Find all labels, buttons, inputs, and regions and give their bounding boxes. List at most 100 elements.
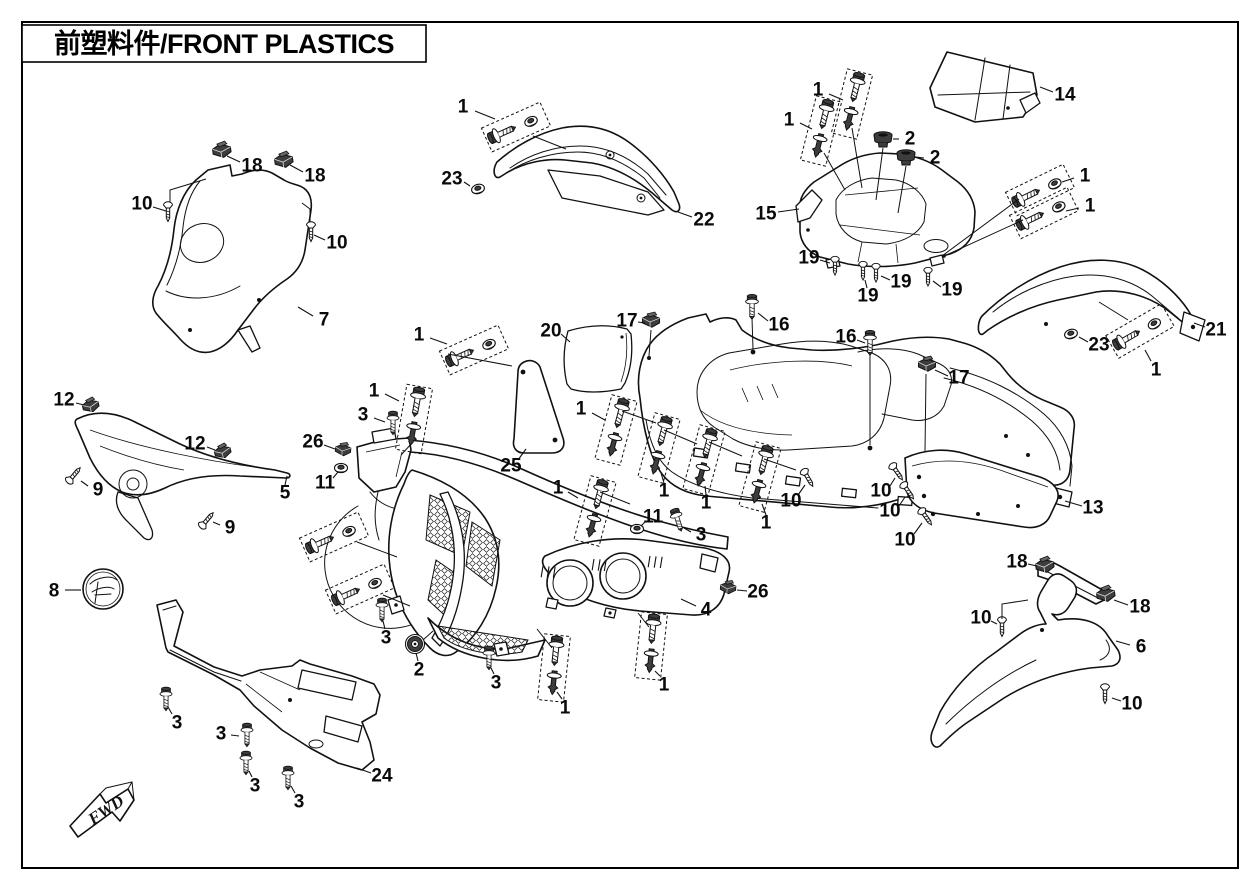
callout-number-13: 13: [1082, 498, 1103, 519]
callout-leader-18: [226, 155, 241, 163]
callout-leader-1: [1061, 177, 1075, 183]
callout-number-11: 11: [643, 507, 664, 528]
callout-leader-3: [167, 706, 173, 715]
callout-number-1: 1: [1085, 196, 1096, 217]
title-box: [21, 24, 427, 63]
part-22-fender-blade-left: [493, 125, 681, 216]
callout-number-9: 9: [93, 480, 104, 501]
callout-leader-14: [1039, 86, 1054, 93]
callout-number-2: 2: [414, 660, 425, 681]
callout-leader-10: [898, 496, 906, 507]
callout-number-7: 7: [319, 310, 330, 331]
callout-leader-11: [640, 520, 647, 527]
callout-leader-18: [1113, 599, 1129, 606]
page-title: 前塑料件/FRONT PLASTICS: [54, 28, 394, 59]
callout-number-9: 9: [225, 518, 236, 539]
callout-leader-1: [591, 412, 606, 421]
callout-number-3: 3: [696, 525, 707, 546]
callout-number-19: 19: [890, 272, 911, 293]
callout-number-19: 19: [941, 280, 962, 301]
callout-number-10: 10: [1121, 694, 1142, 715]
callout-number-10: 10: [870, 481, 891, 502]
callout-number-2: 2: [905, 129, 916, 150]
callout-number-1: 1: [553, 478, 564, 499]
callout-number-3: 3: [250, 776, 261, 797]
callout-leader-12: [206, 446, 216, 451]
part-8-front-emblem: [82, 568, 124, 610]
callout-number-1: 1: [414, 325, 425, 346]
callout-leader-15: [777, 208, 800, 213]
callout-leader-18: [289, 164, 304, 173]
callout-number-18: 18: [304, 166, 325, 187]
callout-number-10: 10: [879, 501, 900, 522]
callout-number-1: 1: [1080, 166, 1091, 187]
callout-leader-3: [248, 770, 253, 778]
fasteners-layer: [63, 69, 1174, 791]
callout-leader-16: [856, 339, 866, 344]
callout-leader-19: [864, 279, 868, 289]
callout-leader-26: [736, 589, 748, 592]
callout-number-10: 10: [780, 491, 801, 512]
callout-number-10: 10: [131, 194, 152, 215]
callout-leader-3: [373, 417, 386, 423]
callout-leader-17: [934, 369, 949, 377]
callout-number-3: 3: [172, 713, 183, 734]
callout-leader-1: [556, 691, 563, 700]
part-4-headlight-panel: [539, 537, 731, 619]
callout-leader-10: [1111, 697, 1122, 702]
callout-number-5: 5: [280, 483, 291, 504]
callout-number-1: 1: [560, 698, 571, 719]
callout-number-22: 22: [693, 210, 714, 231]
part-7-side-inner-panel: [152, 164, 313, 354]
callout-number-16: 16: [835, 327, 856, 348]
callout-leader-20: [560, 333, 571, 343]
callout-number-1: 1: [761, 513, 772, 534]
callout-leader-1: [1065, 207, 1080, 212]
callout-leader-1: [654, 670, 661, 677]
callout-number-4: 4: [701, 600, 712, 621]
callout-number-3: 3: [358, 405, 369, 426]
callout-number-12: 12: [53, 390, 74, 411]
callout-number-23: 23: [1088, 335, 1109, 356]
callout-number-1: 1: [369, 381, 380, 402]
callout-leader-10: [913, 522, 923, 535]
callout-leader-23: [463, 181, 471, 187]
callout-number-10: 10: [894, 530, 915, 551]
callout-leader-17: [637, 321, 646, 324]
callout-leader-11: [332, 471, 339, 479]
part-24-lower-protector: [156, 599, 381, 771]
callout-number-1: 1: [659, 481, 670, 502]
callout-leader-10: [313, 234, 326, 241]
callout-number-1: 1: [784, 110, 795, 131]
callout-leader-6: [1115, 640, 1131, 646]
part-5-grille-top-trim: [74, 412, 291, 541]
callout-number-19: 19: [857, 286, 878, 307]
callout-leader-3: [683, 527, 692, 533]
callout-number-11: 11: [315, 473, 336, 494]
callout-number-1: 1: [576, 399, 587, 420]
callout-leader-16: [757, 312, 769, 322]
callout-leader-25: [517, 448, 527, 461]
callout-leader-9: [80, 480, 89, 487]
callout-number-25: 25: [500, 456, 522, 477]
callout-number-16: 16: [768, 315, 789, 336]
callout-number-20: 20: [540, 321, 561, 342]
callout-number-1: 1: [813, 80, 824, 101]
callout-leader-10: [990, 620, 998, 625]
part-15-dash-console: [795, 152, 976, 269]
callout-number-21: 21: [1205, 320, 1227, 341]
callout-leader-1: [828, 93, 844, 101]
callout-leader-21: [1193, 322, 1206, 328]
callout-number-10: 10: [326, 233, 347, 254]
callout-leader-1: [704, 485, 707, 496]
callout-leader-1: [660, 472, 665, 484]
callout-number-3: 3: [491, 673, 502, 694]
callout-number-3: 3: [294, 792, 305, 813]
callout-number-26: 26: [747, 582, 768, 603]
part-14-deflector-panel: [929, 51, 1041, 123]
part-20-protective-film: [563, 325, 633, 393]
callout-number-1: 1: [659, 675, 670, 696]
callout-number-3: 3: [381, 628, 392, 649]
